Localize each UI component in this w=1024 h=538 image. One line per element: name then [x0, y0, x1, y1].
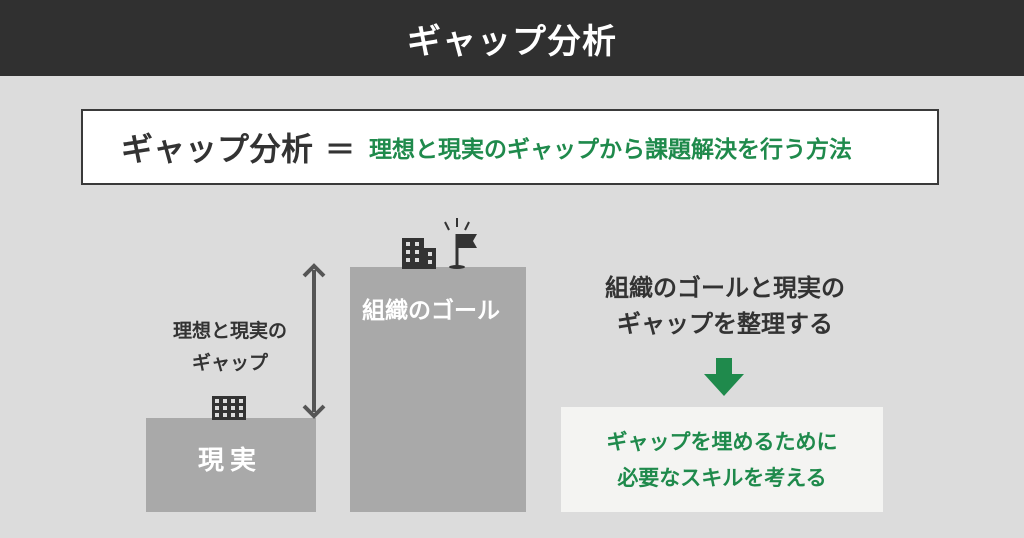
flag-icon	[444, 218, 477, 269]
definition-term: ギャップ分析	[121, 130, 314, 168]
goal-block: 組織のゴール	[350, 267, 526, 512]
side-text: 組織のゴールと現実の ギャップを整理する	[555, 270, 895, 342]
down-arrow-icon	[704, 358, 744, 396]
building-icon	[402, 238, 436, 269]
gap-label-line1: 理想と現実の	[172, 320, 287, 342]
definition-box: ギャップ分析 ＝ 理想と現実のギャップから課題解決を行う方法	[81, 109, 939, 185]
goal-label: 組織のゴール	[362, 298, 500, 324]
definition-text: 理想と現実のギャップから課題解決を行う方法	[369, 137, 853, 163]
result-box: ギャップを埋めるために 必要なスキルを考える	[561, 407, 883, 512]
gap-label: 理想と現実の ギャップ	[150, 315, 310, 379]
definition-equals: ＝	[325, 133, 356, 168]
current-reality-label: 現実	[198, 446, 263, 476]
side-text-line2: ギャップを整理する	[617, 310, 833, 338]
result-line1: ギャップを埋めるために	[606, 429, 838, 454]
page-header: ギャップ分析	[0, 0, 1024, 76]
page-title: ギャップ分析	[407, 21, 617, 62]
side-text-line1: 組織のゴールと現実の	[605, 274, 845, 302]
double-arrow-icon	[302, 263, 326, 419]
result-text: ギャップを埋めるために 必要なスキルを考える	[607, 424, 838, 496]
gap-label-line2: ギャップ	[191, 352, 268, 374]
building-icon	[212, 396, 246, 420]
current-reality-block: 現実	[146, 418, 316, 512]
result-line2: 必要なスキルを考える	[617, 465, 827, 490]
